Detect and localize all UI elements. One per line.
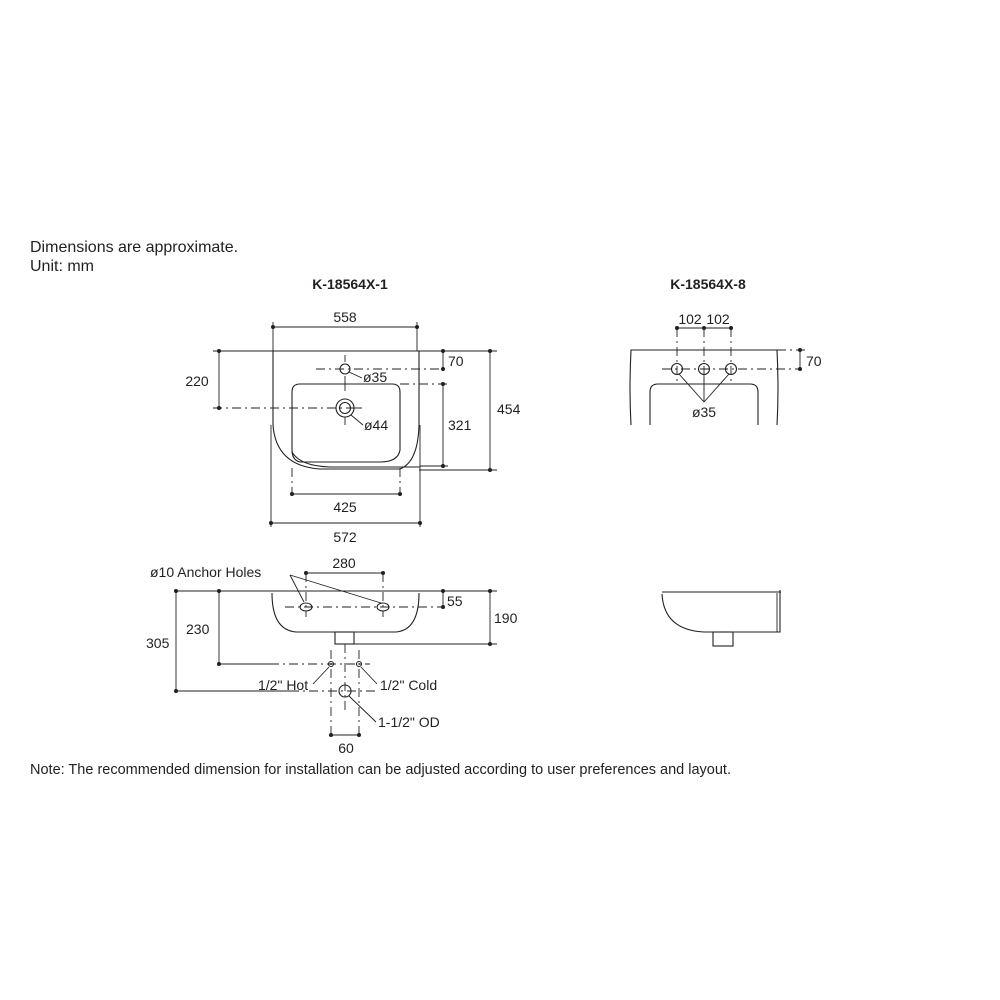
dim-55: 55 [447, 593, 463, 609]
basin-outline [272, 351, 420, 470]
tap-hole [339, 363, 351, 375]
waste-pipe [338, 684, 352, 698]
dim-102-left: 102 [678, 311, 702, 327]
top-view-right: 70 102 102 ø35 [629, 311, 822, 426]
bowl-outline [291, 383, 401, 463]
dim-280: 280 [332, 555, 356, 571]
dim-190: 190 [494, 610, 518, 626]
dim-425: 425 [333, 499, 357, 515]
dim-60: 60 [338, 740, 354, 756]
dim-230: 230 [186, 621, 210, 637]
unit-text: Unit: mm [30, 258, 94, 275]
label-drain-hole: ø44 [364, 417, 388, 433]
side-view-left: 280 ø10 Anchor Holes 55 190 230 305 1/2"… [146, 555, 518, 756]
model-title-right: K-18564X-8 [670, 276, 746, 292]
label-anchor-holes: ø10 Anchor Holes [150, 564, 261, 580]
label-tap-holes-right: ø35 [692, 404, 716, 420]
dim-102-right: 102 [706, 311, 730, 327]
label-tap-hole: ø35 [363, 369, 387, 385]
dim-321: 321 [448, 417, 472, 433]
dim-572: 572 [333, 529, 357, 545]
model-title-left: K-18564X-1 [312, 276, 388, 292]
top-view-left: 558 220 70 321 454 425 572 ø35 ø44 [185, 309, 520, 545]
dim-305: 305 [146, 635, 170, 651]
dim-220: 220 [185, 373, 209, 389]
dim-70: 70 [448, 353, 464, 369]
rim-edge [291, 451, 420, 468]
dim-70-right: 70 [806, 353, 822, 369]
dim-454: 454 [497, 401, 521, 417]
side-view-right [661, 590, 781, 647]
installation-note: Note: The recommended dimension for inst… [30, 762, 731, 778]
disclaimer-text: Dimensions are approximate. [30, 239, 239, 256]
label-cold: 1/2" Cold [380, 677, 437, 693]
label-waste: 1-1/2" OD [378, 714, 440, 730]
dim-558: 558 [333, 309, 357, 325]
label-hot: 1/2" Hot [258, 677, 308, 693]
